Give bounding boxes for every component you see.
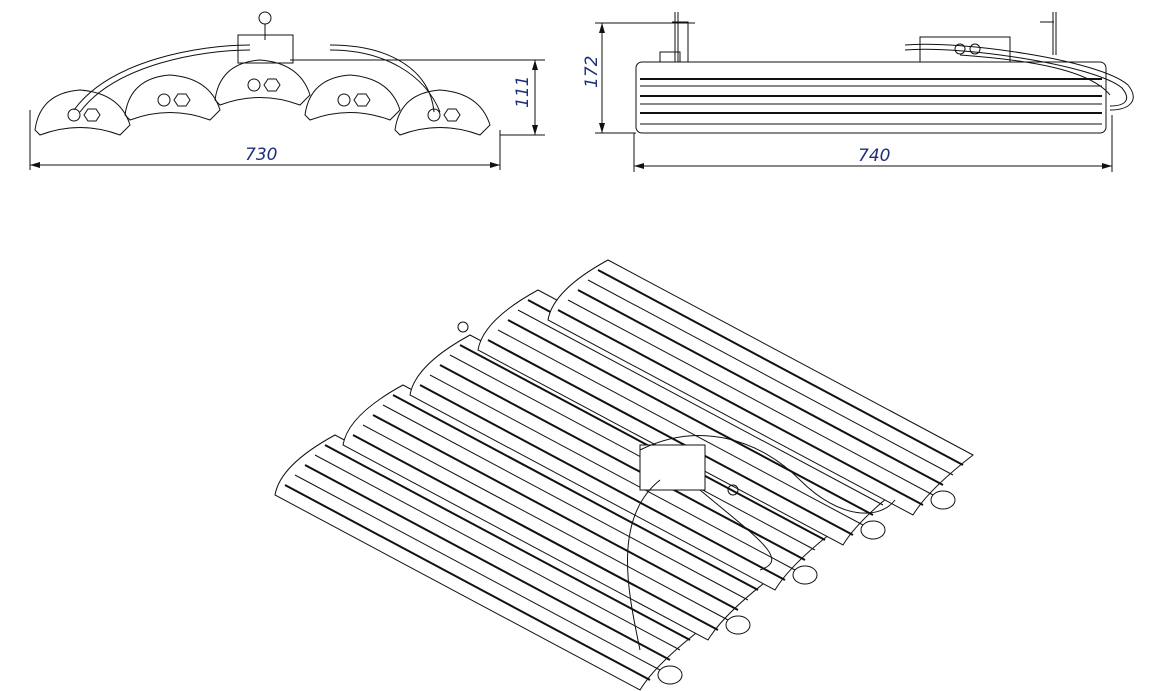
hex-nut-icon	[83, 108, 101, 122]
side-height-label: 172	[582, 56, 602, 88]
front-view	[34, 11, 491, 136]
front-height-dimension: 111	[290, 59, 545, 136]
front-connector-icon	[247, 78, 261, 92]
front-connector-icon	[337, 93, 351, 107]
cable	[699, 489, 773, 571]
led-module	[342, 384, 769, 641]
front-module	[304, 74, 401, 121]
eye-bolt-icon	[727, 484, 739, 496]
hex-nut-icon	[173, 93, 191, 107]
front-module	[124, 74, 221, 121]
end-cap-connector-icon	[930, 490, 956, 510]
hex-nut-icon	[353, 93, 371, 107]
front-module	[214, 59, 311, 106]
end-cap-connector-icon	[725, 615, 751, 635]
front-module	[34, 89, 131, 136]
front-width-dimension: 730	[29, 110, 501, 170]
front-module	[394, 89, 491, 136]
cable	[639, 435, 896, 514]
front-connector-icon	[157, 93, 171, 107]
side-length-dimension: 740	[633, 115, 1113, 172]
side-height-dimension: 172	[582, 22, 695, 134]
end-cap-connector-icon	[657, 665, 683, 685]
front-connector-icon	[67, 108, 81, 122]
side-view	[635, 12, 1134, 134]
end-cap-connector-icon	[860, 520, 886, 540]
front-height-label: 111	[513, 76, 533, 108]
end-cap-connector-icon	[792, 565, 818, 585]
hex-nut-icon	[443, 108, 461, 122]
eye-bolt-icon	[258, 11, 272, 25]
led-module	[547, 259, 974, 516]
junction-box	[639, 444, 706, 491]
led-module	[409, 334, 836, 591]
hex-nut-icon	[263, 78, 281, 92]
isometric-view	[274, 259, 974, 691]
side-length-label: 740	[858, 146, 890, 166]
cable	[627, 479, 661, 651]
eye-bolt-icon	[457, 321, 469, 333]
front-width-label: 730	[245, 145, 277, 165]
led-module	[274, 434, 701, 691]
